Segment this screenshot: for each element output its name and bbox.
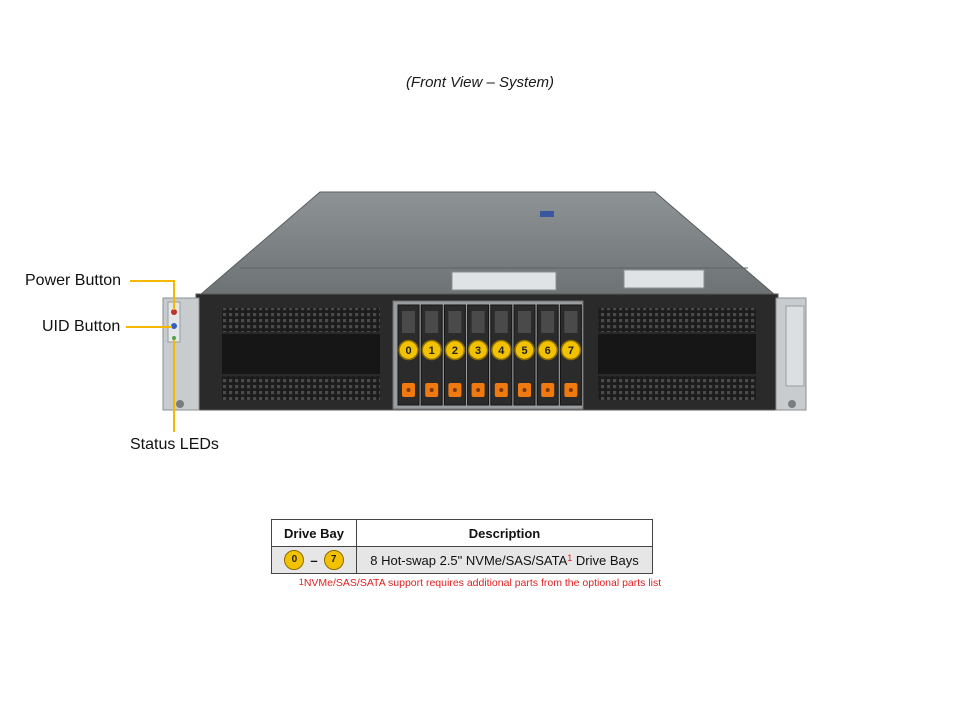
footnote-text: NVMe/SAS/SATA support requires additiona… [303, 577, 662, 589]
drive-bay-badge [537, 339, 558, 361]
drive-bay-grill [541, 311, 555, 333]
power-button-callout-line [130, 280, 175, 310]
top-sticker [540, 211, 554, 217]
drive-bay-badge [398, 339, 419, 361]
bay-badge-end: 7 [323, 550, 344, 570]
drive-bay-number: 7 [568, 345, 574, 357]
header-drive-bay: Drive Bay [271, 519, 357, 547]
drive-bay-badge [444, 339, 466, 361]
right-vent-upper [598, 308, 756, 332]
drive-bay-table: Drive Bay Description 0–7 8 Hot-swap 2.5… [271, 519, 653, 574]
status-led-icon [172, 336, 176, 340]
description-text: 8 Hot-swap 2.5" NVMe/SAS/SATA [370, 552, 568, 568]
drive-bay-grill [518, 311, 531, 333]
description-footnote-mark: 1 [567, 552, 573, 563]
range-separator: – [310, 552, 318, 568]
uid-button-label: UID Button [42, 318, 121, 335]
drive-bay-number: 4 [498, 345, 505, 357]
drive-bay-grill [448, 311, 462, 333]
drive-activity-led [452, 388, 457, 392]
top-label-2 [623, 269, 705, 289]
drive-activity-led [429, 388, 434, 392]
top-label [451, 271, 557, 291]
drive-bay-badge [560, 339, 582, 361]
drive-bay-badge [491, 339, 512, 361]
drive-bay-grill [425, 311, 439, 333]
table-header-row: Drive Bay Description [271, 519, 653, 547]
drive-activity-led [568, 388, 573, 392]
uid-button-icon [171, 323, 177, 329]
drive-bay-range: 0–7 [271, 546, 357, 574]
description-text-end: Drive Bays [572, 552, 639, 568]
left-vent-upper [222, 308, 380, 332]
drive-activity-led [476, 388, 481, 392]
drive-bay-number: 5 [521, 345, 527, 357]
power-button-icon [171, 309, 177, 315]
drive-activity-led [499, 388, 504, 392]
drive-bay-grill [402, 311, 415, 333]
drive-bay-number: 1 [429, 345, 435, 357]
status-leds-label: Status LEDs [130, 436, 219, 453]
drive-bay-number: 2 [452, 345, 458, 357]
power-button-label: Power Button [25, 272, 122, 289]
drive-bay-badge [421, 339, 442, 361]
drive-bay-grill [471, 311, 485, 333]
drive-bay-grill [564, 311, 578, 333]
drive-bay-number: 3 [475, 345, 481, 357]
drive-activity-led [545, 388, 550, 392]
drive-bay-badge [514, 339, 535, 361]
drive-bay-number: 6 [545, 345, 551, 357]
drive-activity-led [522, 388, 527, 392]
bay-badge-start: 0 [284, 550, 305, 570]
drive-bay-badge [467, 339, 489, 361]
drive-bay-number: 0 [405, 345, 411, 357]
drive-activity-led [406, 388, 411, 392]
figure-caption: (Front View – System) [405, 74, 555, 91]
footnote: 1NVMe/SAS/SATA support requires addition… [0, 577, 960, 589]
header-description: Description [356, 519, 653, 547]
drive-bay-grill [494, 311, 508, 333]
right-vent-lower [598, 376, 756, 400]
footnote-mark: 1 [298, 577, 304, 587]
drive-bay-description: 8 Hot-swap 2.5" NVMe/SAS/SATA1 Drive Bay… [356, 546, 653, 574]
left-vent-lower [222, 376, 380, 400]
table-row: 0–7 8 Hot-swap 2.5" NVMe/SAS/SATA1 Drive… [271, 546, 653, 574]
